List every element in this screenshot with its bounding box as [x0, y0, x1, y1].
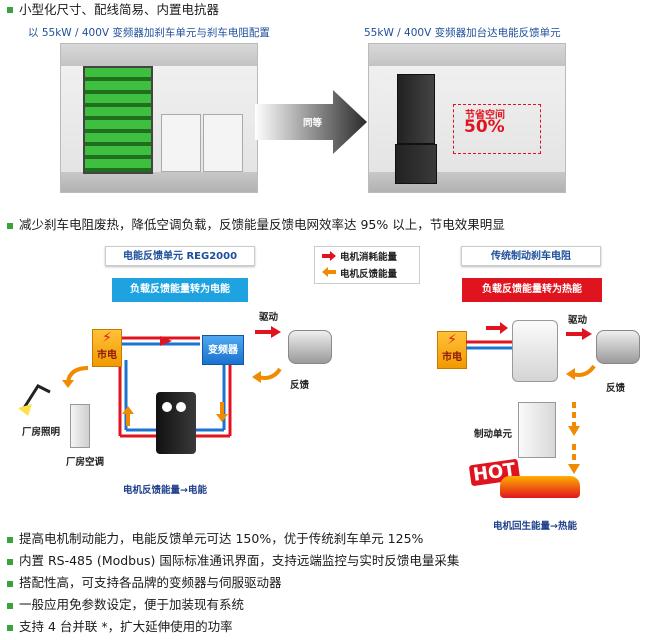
save-space-value: 50%: [464, 117, 505, 137]
factory-light-label: 厂房照明: [22, 427, 61, 438]
legend-orange-label: 电机反馈能量: [340, 269, 398, 280]
bullet-marker: [7, 581, 13, 587]
up-arrow-icon: [122, 406, 134, 426]
mains-label: 市电: [97, 350, 117, 361]
bullet-marker: [7, 603, 13, 609]
mains-power-box: ⚡ 市电: [92, 329, 122, 367]
feature-item: 内置 RS-485 (Modbus) 国际标准通讯界面，支持远端监控与实时反馈电…: [19, 553, 460, 568]
feature-heading-energy: 减少刹车电阻废热，降低空调负载，反馈能量反馈电网效率达 95% 以上，节电效果明…: [19, 217, 505, 232]
bullet-marker: [7, 223, 13, 229]
bullet-marker: [7, 537, 13, 543]
brake-unit-box: [203, 114, 243, 172]
brake-unit-label: 制动单元: [474, 429, 513, 440]
feedback-arrow-icon: [252, 367, 282, 383]
regen-unit-mascot: [156, 392, 196, 454]
drive-arrow-icon: [255, 326, 281, 338]
mains-power-box-right: ⚡ 市电: [437, 331, 467, 369]
motor-icon: [288, 330, 332, 364]
regen-unit-title: 电能反馈单元 REG2000: [105, 246, 255, 266]
legend-red-label: 电机消耗能量: [340, 252, 398, 263]
drive-arrow-right-icon: [566, 328, 592, 340]
brake-resistor-rack: [83, 66, 153, 174]
left-footer-label: 电机反馈能量→电能: [123, 485, 207, 496]
cabinet-photo-right: [368, 43, 566, 193]
mascot-eye: [162, 402, 172, 412]
bullet-marker: [7, 559, 13, 565]
legend-orange-arrow-icon: [322, 267, 336, 277]
caption-left: 以 55kW / 400V 变频器加刹车单元与刹车电阻配置: [28, 27, 270, 39]
bullet-marker: [7, 625, 13, 631]
caption-right: 55kW / 400V 变频器加台达电能反馈单元: [364, 27, 561, 39]
burning-resistor: [500, 476, 580, 498]
down-arrow-brake-icon: [568, 402, 580, 436]
feature-item: 支持 4 台并联 *，扩大延伸使用的功率: [19, 619, 233, 634]
brake-unit-device: [518, 402, 556, 458]
bullet-marker: [7, 7, 13, 13]
equal-label: 同等: [303, 118, 323, 129]
drive-label: 驱动: [259, 312, 279, 323]
feedback-label-right: 反馈: [606, 383, 626, 394]
right-footer-label: 电机回生能量→热能: [493, 521, 577, 532]
factory-ac-label: 厂房空调: [66, 457, 105, 468]
inverter-box: 变频器: [202, 335, 244, 365]
mascot-eye: [176, 402, 186, 412]
inverter-device: [397, 74, 435, 144]
motor-icon-right: [596, 330, 640, 364]
lamp-icon: [18, 384, 51, 416]
air-conditioner-icon: [70, 404, 90, 448]
to-lamp-arrow-icon: [62, 366, 89, 388]
brake-unit-box: [161, 114, 201, 172]
feature-item: 提高电机制动能力，电能反馈单元可达 150%，优于传统刹车单元 125%: [19, 531, 424, 546]
cabinet-photo-left: [60, 43, 258, 193]
drive-label-right: 驱动: [568, 315, 588, 326]
feature-item: 一般应用免参数设定，便于加装现有系统: [19, 597, 245, 612]
regen-unit-device: [395, 144, 437, 184]
right-top-arrow-icon: [486, 322, 508, 334]
down-arrow-icon: [216, 402, 228, 422]
feature-heading-compact: 小型化尺寸、配线简易、内置电抗器: [19, 2, 220, 17]
mains-label-right: 市电: [442, 352, 462, 363]
equal-arrow: [255, 90, 367, 154]
regen-unit-banner: 负载反馈能量转为电能: [112, 278, 248, 302]
feedback-arrow-right-icon: [566, 364, 596, 380]
legend-box: [314, 246, 420, 284]
inverter-mascot: [512, 320, 558, 382]
brake-resistor-banner: 负载反馈能量转为热能: [462, 278, 602, 302]
save-space-label: 节省空间: [465, 110, 505, 121]
brake-resistor-title: 传统制动刹车电阻: [461, 246, 601, 266]
legend-red-arrow-icon: [322, 251, 336, 261]
feature-item: 搭配性高，可支持各品牌的变频器与伺服驱动器: [19, 575, 282, 590]
feedback-label: 反馈: [290, 380, 310, 391]
down-arrow-heat-icon: [568, 444, 580, 474]
